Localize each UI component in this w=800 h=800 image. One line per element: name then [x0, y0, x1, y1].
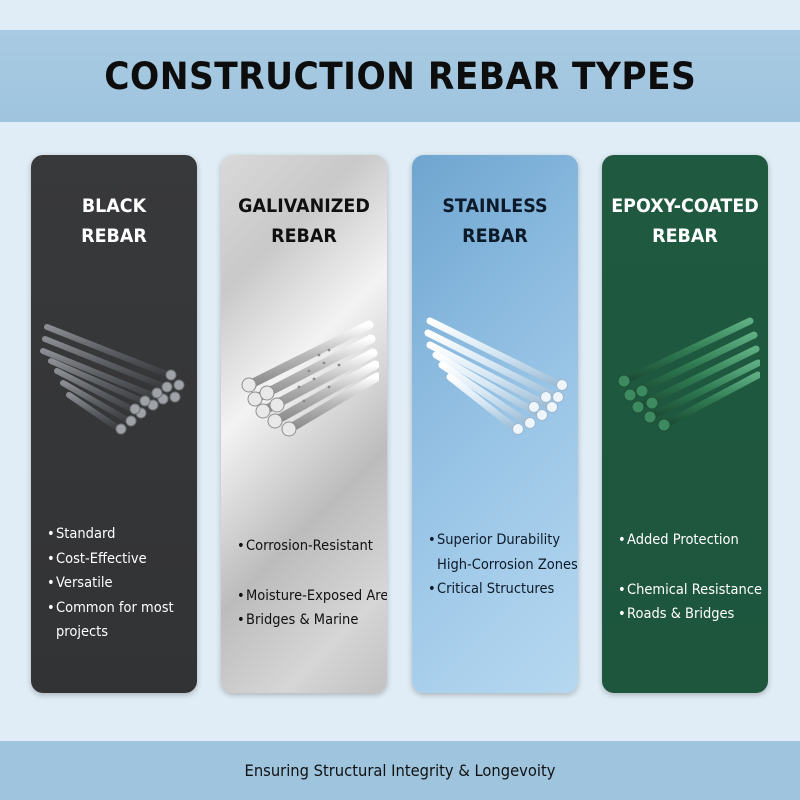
list-item: projects — [56, 624, 109, 640]
feature-list: Standard Cost-Effective Versatile Common… — [47, 522, 191, 645]
list-item: Moisture-Exposed Areas — [237, 584, 387, 609]
card-galvanized-rebar: GALIVANIZED REBAR Corrosion-Resistant — [221, 155, 387, 693]
list-item: Standard — [47, 522, 177, 547]
feature-list: Corrosion-Resistant Moisture-Exposed Are… — [237, 534, 387, 633]
list-item: Common for most — [47, 596, 177, 621]
card-stainless-rebar: STAINLESS REBAR Superior Durability High… — [412, 155, 578, 693]
page-title: CONSTRUCTION REBAR TYPES — [104, 54, 696, 98]
list-item: Cost-Effective — [47, 547, 177, 572]
list-item: Roads & Bridges — [618, 602, 748, 627]
footer-banner: Ensuring Structural Integrity & Longevoi… — [0, 741, 800, 800]
card-title: GALIVANIZED REBAR — [238, 195, 370, 247]
stainless-rebar-bundle-image — [424, 317, 568, 435]
galvanized-rebar-bundle-image — [241, 320, 379, 437]
black-rebar-bundle-image — [40, 324, 185, 435]
card-title: EPOXY-COATED REBAR — [611, 195, 759, 247]
list-item: High-Corrosion Zones — [437, 556, 578, 573]
feature-list: Added Protection Chemical Resistance Roa… — [618, 528, 762, 627]
title-banner: CONSTRUCTION REBAR TYPES — [0, 30, 800, 122]
list-item: Corrosion-Resistant — [237, 534, 373, 559]
card-title: STAINLESS REBAR — [442, 195, 548, 247]
list-item: Critical Structures — [428, 577, 558, 602]
list-item: Added Protection — [618, 528, 748, 553]
list-item: Chemical Resistance — [618, 578, 762, 603]
card-epoxy-coated-rebar: EPOXY-COATED REBAR Added Protection Chem… — [602, 155, 768, 693]
card-black-rebar: BLACK REBAR Standard Cost-Effective Vers… — [31, 155, 197, 693]
footer-tagline: Ensuring Structural Integrity & Longevoi… — [244, 761, 556, 780]
epoxy-rebar-bundle-image — [617, 317, 760, 432]
card-title: BLACK REBAR — [81, 195, 147, 247]
feature-list: Superior Durability High-Corrosion Zones… — [428, 528, 578, 602]
list-item: Bridges & Marine — [237, 608, 367, 633]
list-item: Versatile — [47, 571, 177, 596]
list-item: Superior Durability — [428, 528, 560, 553]
